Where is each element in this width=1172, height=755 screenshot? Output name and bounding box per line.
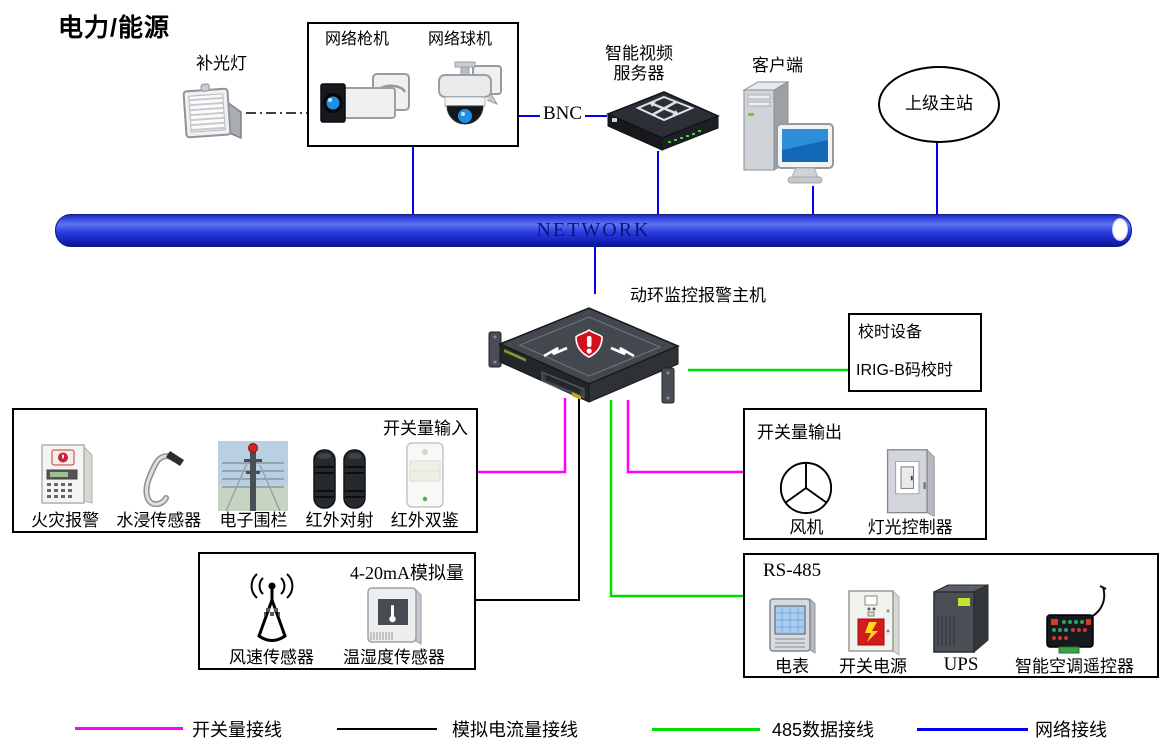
upper-station-label: 上级主站 [905,94,973,114]
ac-remote-icon [1045,584,1106,654]
analog-box: 4-20mA模拟量 [198,552,476,670]
legend-network-wire-label: 网络接线 [1035,720,1107,740]
analog-item-label: 温湿度传感器 [343,647,445,667]
do-item-fan: 风机 [777,440,835,538]
timing-box-subtitle: IRIG-B码校时 [856,362,953,379]
camera-group-box: 网络枪机 网络球机 e e [307,22,519,147]
network-bus-endcap [1112,218,1128,241]
do-item-light-controller: 灯光控制器 [868,440,953,538]
electric-fence-icon [218,440,289,511]
rs485-item-ac-remote: 智能空调遥控器 [1015,571,1134,677]
rs485-item-label: 开关电源 [839,656,907,676]
di-item-fire-alarm: 火灾报警 [31,432,99,531]
client-computer-icon [742,81,834,184]
timing-box-title: 校时设备 [858,324,923,341]
host-do-line [626,400,745,474]
legend-analog-wire-label: 模拟电流量接线 [452,720,578,740]
di-item-infrared-beam: 红外对射 [306,432,374,531]
rs485-item-ups: UPS [930,571,992,677]
video-server-icon [606,91,720,151]
legend-485-wire-swatch [652,728,760,731]
switch-input-title: 开关量输入 [383,419,468,438]
di-item-label: 红外双鉴 [390,510,459,530]
rs485-box: RS-485 电表 [743,553,1159,678]
video-server-label: 智能视频 服务器 [605,44,673,84]
do-item-label: 风机 [789,517,824,537]
timing-box: 校时设备 IRIG-B码校时 [848,313,982,392]
dome-camera-label: 网络球机 [428,31,493,48]
di-item-water-sensor: 水浸传感器 [116,432,201,531]
switch-output-title: 开关量输出 [757,423,842,442]
fill-light-label: 补光灯 [196,54,247,73]
switch-input-box: 开关量输入 [12,408,478,533]
di-item-electric-fence: 电子围栏 [218,432,289,531]
analog-item-label: 风速传感器 [229,647,314,667]
upper-station-node: 上级主站 [878,66,1000,143]
bullet-camera-label: 网络枪机 [325,31,390,48]
di-item-label: 火灾报警 [31,510,100,530]
bullet-camera-icon: e [320,73,410,123]
switch-output-box: 开关量输出 风机 [743,408,987,540]
analog-title: 4-20mA模拟量 [350,563,464,583]
rs485-title: RS-485 [763,560,822,581]
legend-network-wire-swatch [917,728,1028,731]
dome-camera-icon: e [438,61,502,125]
switch-power-icon [848,589,900,656]
fill-light-icon [182,83,242,140]
rs485-item-label: UPS [943,654,979,676]
client-label: 客户端 [752,56,803,75]
host-di-line [477,398,567,474]
di-item-label: 红外对射 [305,510,374,530]
infrared-dual-icon [406,441,444,508]
legend-switch-wire-label: 开关量接线 [192,720,282,740]
di-item-label: 电子围栏 [219,510,288,530]
host-analog-line [476,398,580,601]
rs485-item-label: 智能空调遥控器 [1015,656,1134,676]
legend-analog-wire-swatch [337,728,437,730]
page-title: 电力/能源 [58,14,170,42]
rs485-item-switch-power: 开关电源 [839,571,907,677]
do-item-label: 灯光控制器 [867,517,953,537]
temp-humidity-sensor-icon [367,586,422,645]
rs485-item-meter: 电表 [768,571,816,677]
legend-485-wire-label: 485数据接线 [772,720,875,740]
legend-switch-wire-swatch [75,727,183,730]
ups-icon [933,584,989,654]
host-label: 动环监控报警主机 [630,286,766,305]
fan-icon [780,461,833,514]
monitoring-host-icon [488,307,680,404]
light-controller-icon [887,448,935,517]
electric-meter-icon [769,597,816,654]
rs485-item-label: 电表 [775,656,809,676]
network-bus: NETWORK [55,214,1132,247]
analog-item-wind-sensor: 风速传感器 [229,566,314,668]
water-sensor-icon [143,450,184,507]
wind-sensor-icon [250,572,293,642]
di-item-label: 水浸传感器 [116,510,202,530]
host-rs485-line [609,400,743,598]
analog-item-temp-humidity: 温湿度传感器 [343,566,445,668]
di-item-infrared-dual: 红外双鉴 [391,432,459,531]
network-bus-label: NETWORK [536,219,651,241]
bnc-label: BNC [540,103,586,126]
fire-alarm-icon [41,443,93,504]
infrared-beam-icon [312,448,366,509]
